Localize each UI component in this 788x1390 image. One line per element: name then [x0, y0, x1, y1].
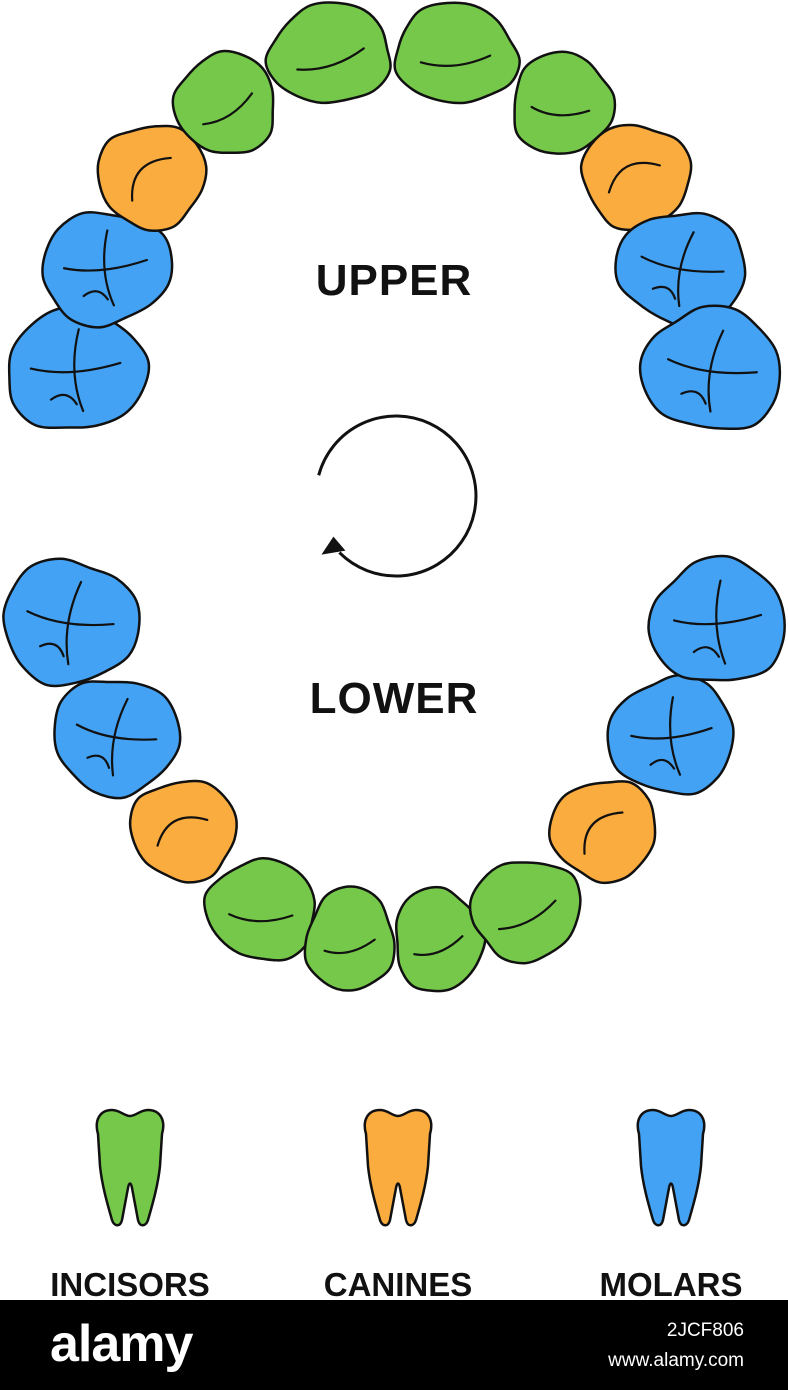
lower-incisor-tooth-6 [394, 885, 487, 993]
incisor-tooth-icon [95, 1108, 165, 1227]
legend-label-molars: MOLARS [599, 1266, 743, 1303]
upper-jaw-label: UPPER [315, 256, 473, 305]
lower-molar-tooth-1 [2, 557, 141, 688]
upper-molar-tooth-10 [638, 304, 782, 431]
upper-canine-tooth-3 [96, 124, 208, 232]
upper-molar-tooth-2 [41, 211, 174, 329]
lower-incisor-tooth-4 [202, 856, 317, 962]
legend-label-canines: CANINES [323, 1266, 473, 1303]
legend-label-incisors: INCISORS [50, 1266, 210, 1303]
upper-incisor-tooth-7 [513, 50, 617, 155]
lower-jaw-label: LOWER [309, 674, 479, 723]
lower-canine-tooth-8 [548, 780, 657, 885]
lower-canine-tooth-3 [128, 779, 238, 884]
lower-incisor-tooth-7 [468, 861, 582, 965]
upper-molar-tooth-9 [614, 211, 747, 330]
rotation-arrowhead-icon [321, 536, 346, 555]
canine-tooth-icon [363, 1108, 433, 1227]
lower-molar-tooth-2 [53, 680, 182, 800]
rotation-arrow-icon [317, 414, 478, 578]
upper-incisor-tooth-5 [264, 1, 392, 105]
upper-incisor-tooth-4 [171, 49, 275, 155]
lower-incisor-tooth-5 [303, 885, 396, 992]
watermark-brand-logo: alamy [50, 1315, 193, 1373]
watermark-image-id: 2JCF806 [666, 1320, 744, 1341]
watermark-url: www.alamy.com [608, 1350, 744, 1371]
upper-incisor-tooth-6 [393, 1, 521, 105]
lower-molar-tooth-10 [647, 554, 786, 682]
dentition-diagram [2, 1, 786, 1227]
watermark-footer: alamy 2JCF806 www.alamy.com [0, 1300, 788, 1390]
molar-tooth-icon [636, 1108, 706, 1227]
